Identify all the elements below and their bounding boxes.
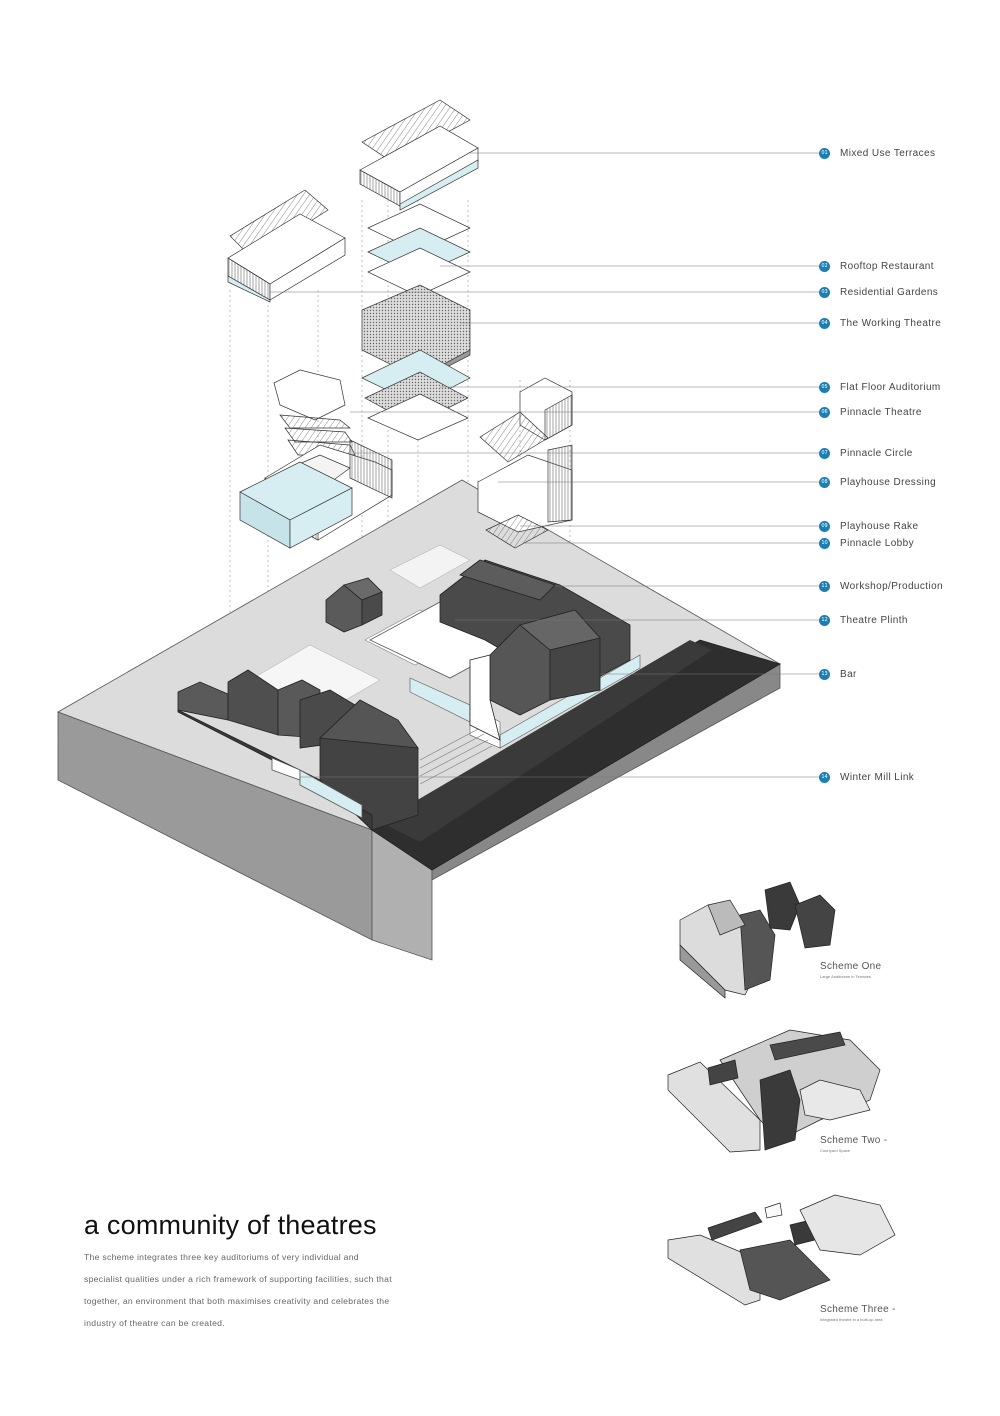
- legend-label: Residential Gardens: [840, 286, 939, 298]
- legend-label: Pinnacle Lobby: [840, 537, 914, 549]
- legend-label: Mixed Use Terraces: [840, 147, 936, 159]
- scheme-three-subcaption: Integrated theatre in a built-up area: [820, 1317, 883, 1322]
- center-tower-exploded: [359, 99, 479, 441]
- scheme-three-caption: Scheme Three -: [820, 1304, 896, 1315]
- scheme-two-subcaption: Courtyard Space: [820, 1148, 851, 1153]
- legend-number: 08: [819, 476, 830, 488]
- legend-number: 02: [819, 260, 830, 272]
- legend-label: Bar: [840, 668, 857, 680]
- legend-label: Playhouse Rake: [840, 520, 919, 532]
- legend-number: 05: [819, 381, 830, 393]
- legend-item-theatre-plinth: 12 Theatre Plinth: [819, 612, 908, 628]
- legend-label: The Working Theatre: [840, 317, 942, 329]
- legend-label: Pinnacle Theatre: [840, 406, 922, 418]
- dark-buildings: [177, 559, 631, 831]
- scheme-two-caption: Scheme Two -: [820, 1135, 888, 1146]
- legend-number: 07: [819, 447, 830, 459]
- legend-number: 01: [819, 147, 830, 159]
- legend-item-pinnacle-circle: 07 Pinnacle Circle: [819, 445, 913, 461]
- legend-item-working-theatre: 04 The Working Theatre: [819, 315, 941, 331]
- site-base: [57, 479, 781, 961]
- scheme-one-caption: Scheme One: [820, 961, 882, 972]
- left-wing-exploded: [227, 189, 393, 549]
- legend-item-bar: 13 Bar: [819, 666, 857, 682]
- legend-label: Flat Floor Auditorium: [840, 381, 941, 393]
- legend-item-rooftop-restaurant: 02 Rooftop Restaurant: [819, 258, 934, 274]
- legend-item-residential-gardens: 03 Residential Gardens: [819, 284, 938, 300]
- legend-number: 04: [819, 317, 830, 329]
- legend-item-workshop-production: 11 Workshop/Production: [819, 578, 943, 594]
- leader-lines: [270, 152, 819, 778]
- legend-item-mixed-use-terraces: 01 Mixed Use Terraces: [819, 145, 935, 161]
- legend-number: 11: [819, 580, 830, 592]
- legend-item-pinnacle-lobby: 10 Pinnacle Lobby: [819, 535, 914, 551]
- legend-item-pinnacle-theatre: 06 Pinnacle Theatre: [819, 404, 922, 420]
- legend-label: Workshop/Production: [840, 580, 944, 592]
- legend-number: 06: [819, 406, 830, 418]
- legend-number: 10: [819, 537, 830, 549]
- legend-label: Rooftop Restaurant: [840, 260, 934, 272]
- legend-number: 14: [819, 771, 830, 783]
- scheme-three-model: [667, 1194, 896, 1306]
- legend-number: 09: [819, 520, 830, 532]
- legend-label: Playhouse Dressing: [840, 476, 937, 488]
- scheme-one-subcaption: Large Auditorium in Terraces: [820, 974, 871, 979]
- legend-label: Winter Mill Link: [840, 771, 915, 783]
- legend-item-playhouse-rake: 09 Playhouse Rake: [819, 518, 918, 534]
- legend-item-flat-floor-auditorium: 05 Flat Floor Auditorium: [819, 379, 941, 395]
- legend-item-playhouse-dressing: 08 Playhouse Dressing: [819, 474, 936, 490]
- legend-number: 13: [819, 668, 830, 680]
- legend-item-winter-mill-link: 14 Winter Mill Link: [819, 769, 914, 785]
- description-text: The scheme integrates three key auditori…: [84, 1252, 392, 1328]
- legend-label: Theatre Plinth: [840, 614, 908, 626]
- scheme-one-model: [679, 881, 836, 999]
- page-title: a community of theatres: [84, 1210, 377, 1240]
- scheme-two-model: [667, 1029, 881, 1153]
- legend-number: 12: [819, 614, 830, 626]
- legend-label: Pinnacle Circle: [840, 447, 913, 459]
- right-playhouse-exploded: [477, 377, 573, 549]
- legend-number: 03: [819, 286, 830, 298]
